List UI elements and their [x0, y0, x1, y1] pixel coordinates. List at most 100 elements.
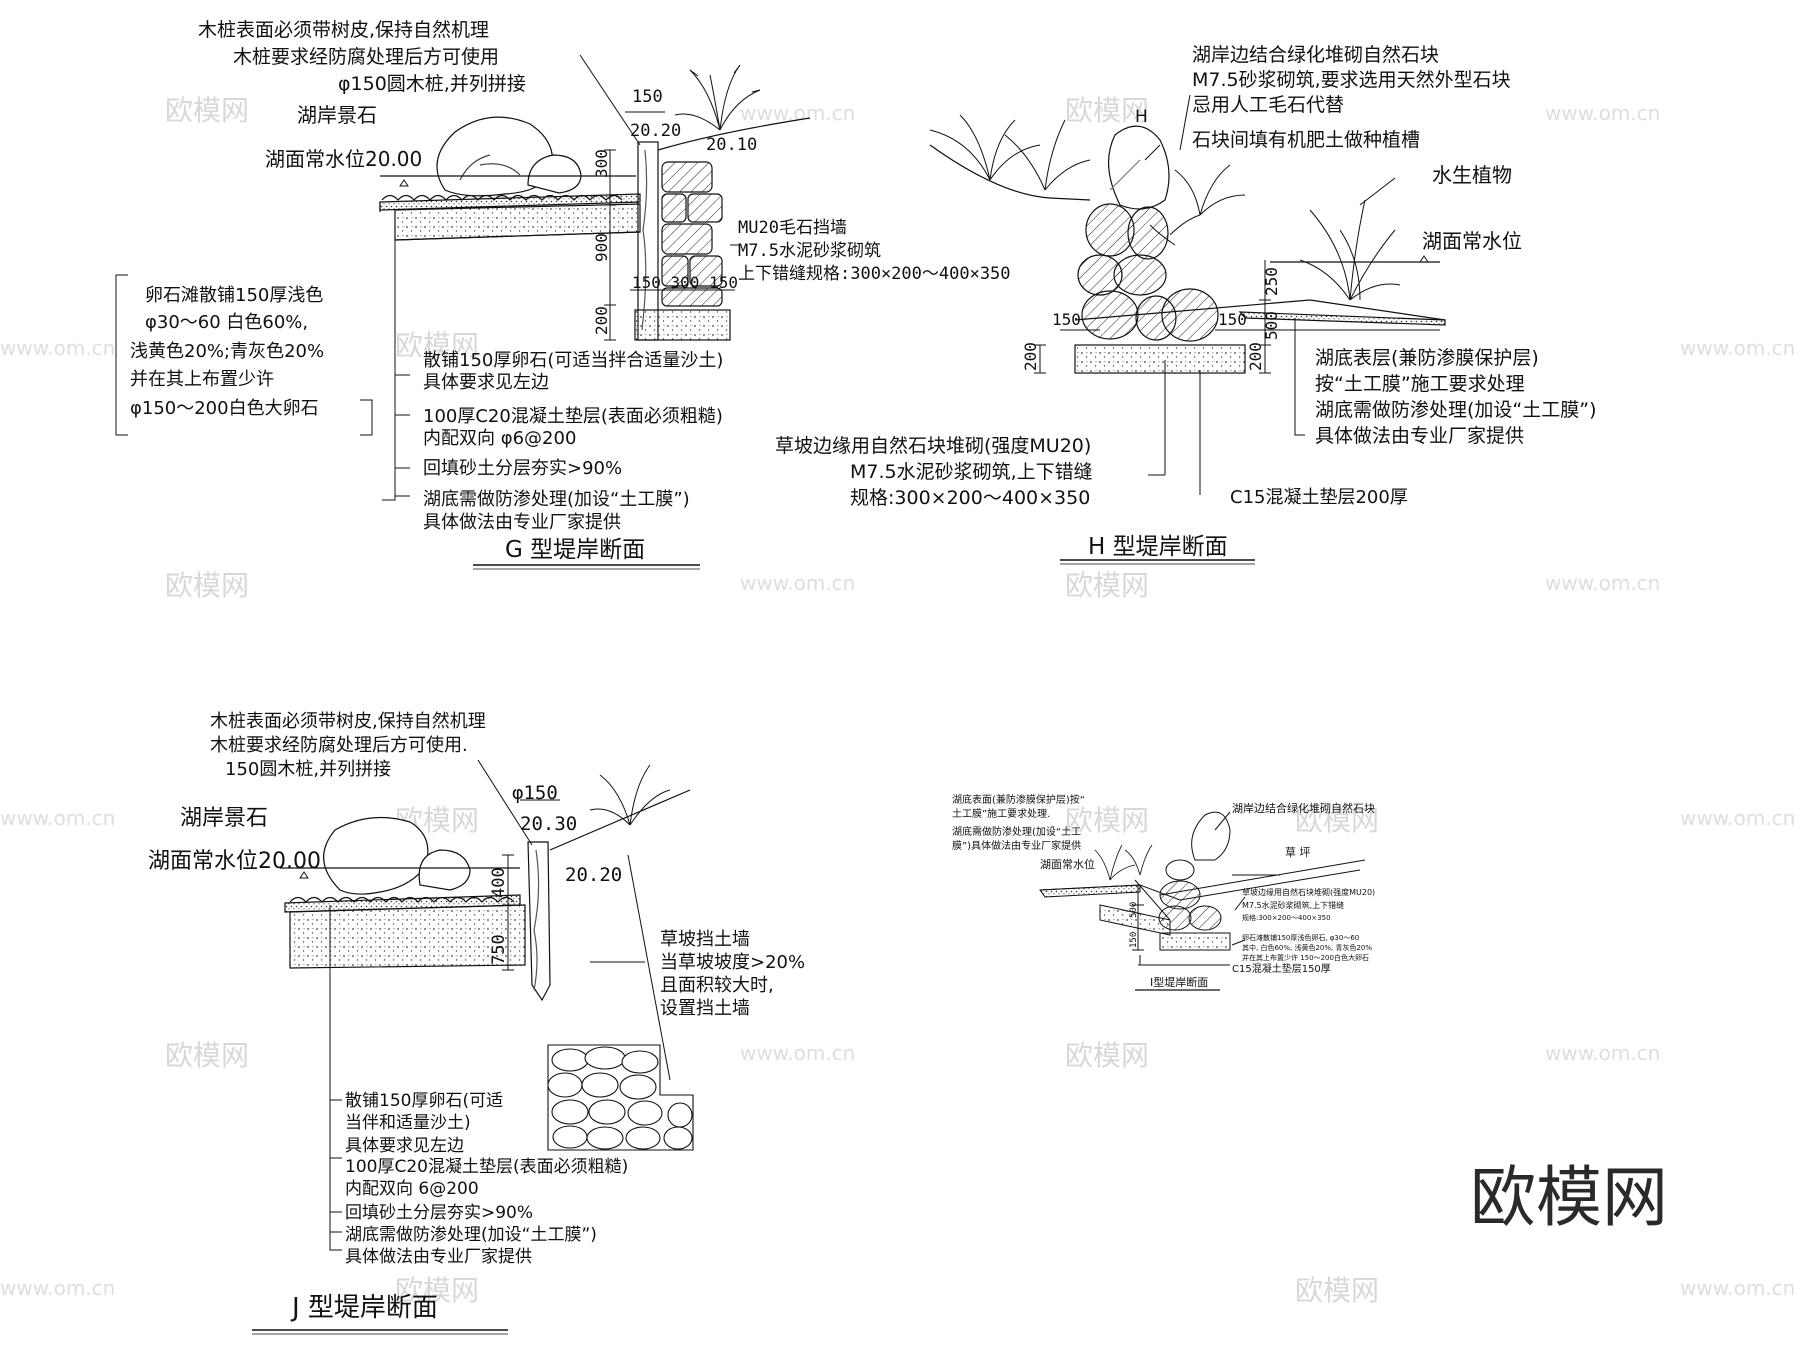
g-elev-right: 20.10 [706, 135, 757, 155]
h-water-level-label: 湖面常水位 [1422, 229, 1522, 253]
watermark-brand: 欧模网 [1295, 1274, 1379, 1307]
h-dim-right-3: 500 [1262, 311, 1281, 340]
h-stacked-stones [1077, 203, 1219, 342]
g-pebbles [381, 194, 623, 201]
g-dim-bottom: 150 300 150 [632, 273, 738, 292]
i-left-note-3: 湖底需做防渗处理(加设“土工 [952, 825, 1081, 838]
watermark-url: www.om.cn [740, 1041, 855, 1065]
h-slope-note-1: 草坡边缘用自然石块堆砌(强度MU20) [775, 435, 1091, 457]
section-j [252, 759, 694, 1335]
g-wall-note-2: M7.5水泥砂浆砌筑 [738, 241, 881, 261]
h-section-title: H 型堤岸断面 [1088, 534, 1228, 560]
g-foundation [634, 309, 731, 341]
g-pile-note-3: φ150圆木桩,并列拼接 [338, 73, 526, 95]
g-pebble-note-2: φ30～60 白色60%, [145, 312, 308, 333]
h-top-note-1: 湖岸边结合绿化堆砌自然石块 [1192, 44, 1439, 66]
j-pile-dia: φ150 [512, 782, 558, 804]
watermark-url: www.om.cn [1545, 571, 1660, 595]
j-layer-4: 100厚C20混凝土垫层(表面必须粗糙) [345, 1157, 628, 1177]
i-pebble-note-3: 并在其上布置少许 150～200白色大卵石 [1242, 953, 1369, 962]
section-h [929, 94, 1446, 565]
watermark-url: www.om.cn [0, 336, 115, 360]
watermark-url: www.om.cn [1680, 806, 1795, 830]
h-dim-right-1: 150 [1218, 310, 1247, 329]
g-layer-2a: 100厚C20混凝土垫层(表面必须粗糙) [423, 406, 723, 427]
h-foundation [1074, 344, 1246, 374]
j-retaining-note-4: 设置挡土墙 [660, 998, 750, 1019]
g-layer-1a: 散铺150厚卵石(可适当拌合适量沙土) [423, 350, 723, 371]
i-stone-note-1: 草坡边缘用自然石块堆砌(强度MU20) [1242, 887, 1375, 897]
j-retaining-wall [547, 1044, 694, 1151]
h-dim-right-4: 200 [1246, 342, 1265, 371]
g-landscape-stone-label: 湖岸景石 [297, 103, 377, 127]
g-dim-pile: 150 [632, 87, 663, 107]
watermark-brand: 欧模网 [395, 1274, 479, 1307]
i-pebble-note-1: 卵石滩散铺150厚浅色卵石, φ30～60 [1242, 933, 1359, 942]
j-landscape-stone-label: 湖岸景石 [180, 806, 268, 831]
j-slope [549, 789, 691, 851]
j-pebbles [289, 896, 515, 903]
g-plant [674, 64, 761, 131]
h-top-note-3: 忌用人工毛石代替 [1192, 94, 1344, 116]
h-top-stone [1107, 125, 1170, 210]
j-retaining-note-1: 草坡挡土墙 [660, 929, 750, 950]
i-water-level: 湖面常水位 [1040, 857, 1095, 871]
h-bank-note-3: 湖底需做防渗处理(加设“土工膜”) [1315, 399, 1597, 421]
j-concrete-layer [289, 904, 526, 969]
j-elev-top: 20.30 [520, 813, 577, 835]
g-dim-v-3: 200 [592, 306, 611, 335]
h-slope-note-3: 规格:300×200～400×350 [850, 487, 1090, 509]
g-layer-4a: 湖底需做防渗处理(加设“土工膜”) [423, 489, 690, 510]
g-wall-note-3: 上下错缝规格:300×200～400×350 [738, 264, 1011, 284]
watermark-brand: 欧模网 [395, 329, 479, 362]
h-dim-right-2: 250 [1262, 267, 1281, 296]
j-water-level-label: 湖面常水位20.00 [148, 849, 321, 874]
i-left-note-4: 膜”)具体做法由专业厂家提供 [952, 839, 1081, 852]
h-bank-note-4: 具体做法由专业厂家提供 [1315, 425, 1524, 447]
g-wall-note-1: MU20毛石挡墙 [738, 218, 847, 238]
j-pile-note-3: 150圆木桩,并列拼接 [225, 759, 391, 780]
g-stone-wall [661, 161, 723, 307]
g-layer-3: 回填砂土分层夯实>90% [423, 458, 622, 479]
h-plants-left [929, 114, 1246, 216]
i-stone-note-2: M7.5水泥砂浆砌筑,上下错缝 [1242, 900, 1344, 910]
j-dim-v-2: 750 [489, 934, 509, 965]
i-dim-1: 500 [1129, 902, 1139, 918]
h-dim-left-1: 150 [1052, 310, 1081, 329]
watermark-brand: 欧模网 [1295, 804, 1379, 837]
j-layer-3: 具体要求见左边 [345, 1136, 464, 1156]
j-layer-5: 内配双向 6@200 [345, 1179, 479, 1199]
watermark-brand: 欧模网 [1065, 94, 1149, 127]
i-left-note-1: 湖底表面(兼防渗膜保护层)按“ [952, 793, 1085, 806]
i-concrete: C15混凝土垫层150厚 [1232, 962, 1331, 975]
g-section-title: G 型堤岸断面 [505, 537, 645, 563]
g-layer-2b: 内配双向 φ6@200 [423, 428, 576, 449]
j-layers-leader [329, 905, 342, 1251]
h-concrete-label: C15混凝土垫层200厚 [1230, 487, 1408, 508]
h-aquatic-label: 水生植物 [1432, 163, 1512, 187]
g-pebble-note-1: 卵石滩散铺150厚浅色 [145, 285, 323, 306]
j-landscape-stone [323, 816, 429, 895]
j-layer-7: 湖底需做防渗处理(加设“土工膜”) [345, 1225, 597, 1245]
g-layers-leader [382, 210, 396, 501]
j-layer-1: 散铺150厚卵石(可适 [345, 1091, 503, 1111]
g-slope [657, 117, 811, 151]
watermark-url: www.om.cn [1680, 1276, 1795, 1300]
g-dim-v-1: 300 [592, 149, 611, 178]
h-marker: H [1135, 107, 1148, 127]
g-texts: 木桩表面必须带树皮,保持自然机理 木桩要求经防腐处理后方可使用 φ150圆木桩,… [130, 19, 1011, 563]
h-aquatic-plant [1299, 199, 1401, 301]
section-g [115, 54, 811, 570]
j-pile-leader [477, 759, 533, 846]
i-top-note: 湖岸边结合绿化堆砌自然石块 [1232, 801, 1375, 815]
j-elev-right: 20.20 [565, 864, 622, 886]
g-backfill-line [394, 231, 641, 241]
watermark-brand: 欧模网 [165, 94, 249, 127]
j-pile-note-2: 木桩要求经防腐处理后方可使用. [210, 735, 468, 756]
j-plant [589, 764, 671, 826]
j-wood-pile [527, 841, 551, 1002]
corner-logo: 欧模网 [1470, 1159, 1668, 1236]
g-elev-top: 20.20 [630, 121, 681, 141]
i-stone-note-3: 规格:300×200～400×350 [1242, 913, 1331, 922]
